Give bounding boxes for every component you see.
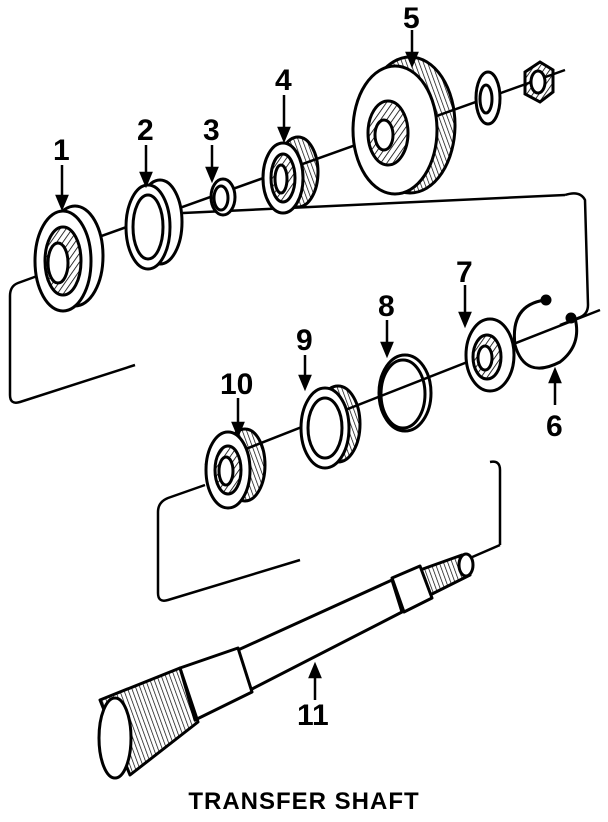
callout-9: 9 bbox=[296, 324, 313, 357]
pinion-shaft-part-11 bbox=[97, 552, 475, 780]
callout-1: 1 bbox=[53, 134, 70, 167]
bearing-race-part-9 bbox=[299, 384, 362, 470]
callout-3: 3 bbox=[203, 114, 220, 147]
callout-6: 6 bbox=[546, 410, 563, 443]
gear-part-5 bbox=[351, 55, 457, 196]
thrust-washer-part-7 bbox=[464, 317, 516, 393]
callout-11: 11 bbox=[297, 699, 329, 732]
callout-5: 5 bbox=[403, 2, 420, 35]
roller-bearing-part-10 bbox=[204, 427, 267, 510]
washer-part bbox=[474, 70, 502, 126]
axis-lines bbox=[39, 68, 601, 560]
retaining-clip-part-6 bbox=[512, 294, 579, 370]
callout-7: 7 bbox=[456, 256, 473, 289]
callout-4: 4 bbox=[275, 64, 292, 97]
callout-arrows bbox=[55, 30, 562, 700]
o-ring-part-8 bbox=[377, 353, 433, 433]
nut-part bbox=[523, 60, 555, 104]
bearing-cup-part-1 bbox=[33, 204, 105, 313]
snap-ring-part-3 bbox=[209, 177, 237, 217]
callout-labels: 1 2 3 4 5 6 7 8 9 10 11 bbox=[53, 2, 563, 732]
diagram-title: TRANSFER SHAFT bbox=[188, 788, 420, 815]
callout-8: 8 bbox=[378, 290, 395, 323]
bracket-lines bbox=[8, 192, 590, 602]
callout-10: 10 bbox=[220, 368, 253, 401]
race-ring-part-2 bbox=[124, 178, 184, 271]
callout-2: 2 bbox=[137, 114, 154, 147]
roller-bearing-part-4 bbox=[261, 135, 320, 215]
